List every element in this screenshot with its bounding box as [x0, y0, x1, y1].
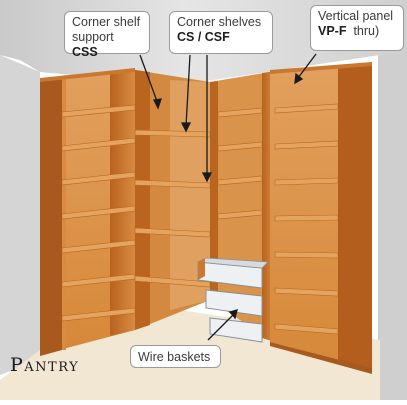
callout-wire-baskets-label: Wire baskets — [138, 350, 211, 364]
callout-css-line2-plain: support — [72, 30, 114, 44]
pantry-title: Pantry — [10, 354, 79, 376]
callout-vpf-line2-plain: thru) — [353, 24, 380, 38]
callout-wire-baskets: Wire baskets — [130, 345, 221, 368]
shelf-boards — [61, 103, 339, 335]
callout-corner-shelves: Corner shelves CS / CSF — [169, 11, 273, 54]
callout-vpf-code: VP-F — [318, 24, 347, 38]
callout-css-line1: Corner shelf — [72, 15, 141, 29]
callout-csf-code: CS / CSF — [177, 30, 230, 44]
callout-csf-line1: Corner shelves — [177, 15, 262, 29]
pantry-title-text: Pantry — [10, 354, 80, 376]
callout-lines — [139, 53, 317, 341]
wire-baskets — [196, 257, 269, 343]
callout-vpf-line1: Vertical panel — [318, 9, 394, 23]
corner-section — [135, 70, 210, 330]
callout-corner-shelf-support: Corner shelf support CSS — [64, 11, 150, 59]
callout-vertical-panel: Vertical panel VP-F thru) — [310, 5, 404, 51]
callout-css-code: CSS — [72, 45, 98, 59]
